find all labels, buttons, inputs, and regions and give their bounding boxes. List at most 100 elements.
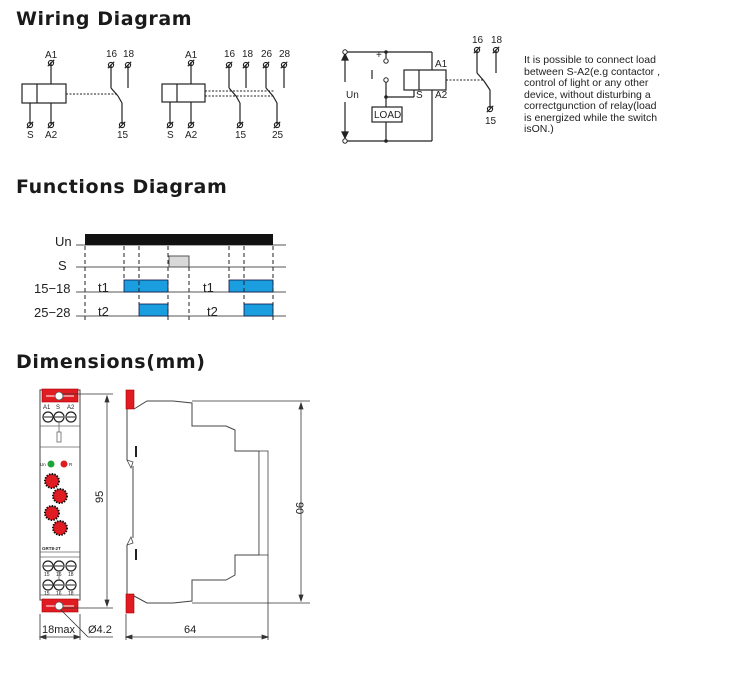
label-16: 16 (224, 49, 236, 60)
dial-knob-icon[interactable] (44, 473, 60, 489)
dial-knobs (44, 473, 68, 536)
relay-coil (161, 83, 206, 103)
terminal-a2-icon (47, 121, 55, 129)
label-16: 16 (472, 35, 484, 46)
wiring-diagram-1 (21, 62, 129, 124)
terminal-s-icon (166, 121, 174, 129)
relay2-pulse-2 (243, 303, 274, 317)
label-un: Un (346, 90, 359, 101)
label-18: 18 (123, 49, 135, 60)
switch-contact-bottom-icon (383, 77, 389, 83)
label-a1: A1 (45, 50, 58, 61)
row-label-s: S (58, 258, 67, 273)
note-line: is energized while the switch (524, 111, 658, 124)
label-15: 15 (485, 116, 497, 127)
relay-coil (21, 83, 67, 104)
note-line: between S-A2(e.g contactor , (524, 65, 660, 78)
height-90-label: 90 (293, 502, 305, 514)
mounting-hole-icon (54, 391, 64, 401)
height-95-label: 95 (94, 491, 106, 503)
terminal-label-18: 18 (68, 591, 74, 597)
label-28: 28 (279, 49, 291, 60)
junction-dot-icon (384, 139, 388, 143)
terminal-16-icon (473, 46, 481, 54)
note-line: isON.) (524, 123, 554, 135)
load-box (371, 106, 403, 123)
front-view: A1 S A2 Un R (39, 388, 81, 613)
wiring-diagram-title: Wiring Diagram (16, 8, 193, 30)
time-label-t2: t2 (207, 304, 218, 319)
label-a2: A2 (45, 130, 58, 141)
junction-dot-icon (384, 95, 388, 99)
note-line: device, without disturbing a (524, 88, 651, 101)
note-line: correctgunction of relay(load (524, 100, 657, 112)
terminal-s-icon (26, 121, 34, 129)
depth-64-label: 64 (184, 624, 196, 636)
relay1-pulse-2 (228, 279, 274, 293)
wiring-note: It is possible to connect load between S… (524, 54, 724, 136)
width-18max-label: 18max (42, 624, 76, 636)
led-power-icon (47, 460, 55, 468)
label-a1: A1 (435, 59, 448, 70)
label-plus: + (376, 50, 382, 61)
terminal-label-16: 16 (56, 572, 62, 578)
note-line: control of light or any other (524, 77, 649, 89)
dial-knob-icon[interactable] (44, 505, 60, 521)
row-label-15-18: 15−18 (34, 281, 71, 296)
functions-diagram-title: Functions Diagram (16, 176, 228, 198)
terminal-label-16: 16 (56, 591, 62, 597)
terminal-label-15: 15 (44, 591, 50, 597)
dimensions-title: Dimensions(mm) (16, 351, 206, 373)
hole-diameter-label: Ø4.2 (88, 624, 112, 636)
wiring-diagram-2 (161, 62, 285, 124)
front-dimensions (38, 393, 113, 640)
time-label-t1: t1 (203, 280, 214, 295)
label-16: 16 (106, 49, 118, 60)
terminal-16-icon (107, 61, 115, 69)
junction-dot-icon (384, 50, 388, 54)
label-a1: A1 (185, 50, 198, 61)
supply-terminal-top-icon (342, 49, 348, 55)
terminal-a2-icon (187, 121, 195, 129)
dial-knob-icon[interactable] (52, 520, 68, 536)
bottom-clip (125, 593, 135, 614)
model-label: GRT8-2T (42, 546, 61, 551)
terminal-15-icon (236, 121, 244, 129)
terminal-18-icon (124, 61, 132, 69)
label-s: S (416, 90, 423, 101)
label-25: 25 (272, 130, 284, 141)
supply-pulse (85, 234, 273, 245)
relay1-pulse-1 (123, 279, 169, 293)
switch-contact-top-icon (383, 58, 389, 64)
label-26: 26 (261, 49, 273, 60)
side-view (125, 389, 269, 614)
supply-terminal-bottom-icon (342, 138, 348, 144)
functions-diagram: Un S 15−18 25−28 t1 t1 t2 t2 (34, 234, 286, 320)
label-a2: A2 (435, 90, 448, 101)
terminal-26-icon (262, 61, 270, 69)
label-18: 18 (242, 49, 254, 60)
label-15: 15 (235, 130, 247, 141)
led-label-r: R (69, 462, 73, 467)
time-label-t1: t1 (98, 280, 109, 295)
dial-knob-icon[interactable] (52, 488, 68, 504)
mounting-hole-icon (54, 601, 64, 611)
led-relay-icon (60, 460, 68, 468)
time-label-t2: t2 (98, 304, 109, 319)
terminal-15-icon (486, 105, 494, 113)
terminal-label-a2: A2 (67, 405, 75, 411)
terminal-16-icon (225, 61, 233, 69)
led-label-un: Un (40, 462, 46, 467)
label-s: S (27, 130, 34, 141)
side-dimensions (124, 400, 310, 640)
row-label-un: Un (55, 234, 72, 249)
terminal-label-18: 18 (68, 572, 74, 578)
terminal-label-15: 15 (44, 572, 50, 578)
terminal-18-icon (242, 61, 250, 69)
signal-pulse (168, 255, 190, 268)
relay2-pulse-1 (138, 303, 169, 317)
terminal-25-icon (273, 121, 281, 129)
row-label-25-28: 25−28 (34, 305, 71, 320)
top-clip (125, 389, 135, 410)
